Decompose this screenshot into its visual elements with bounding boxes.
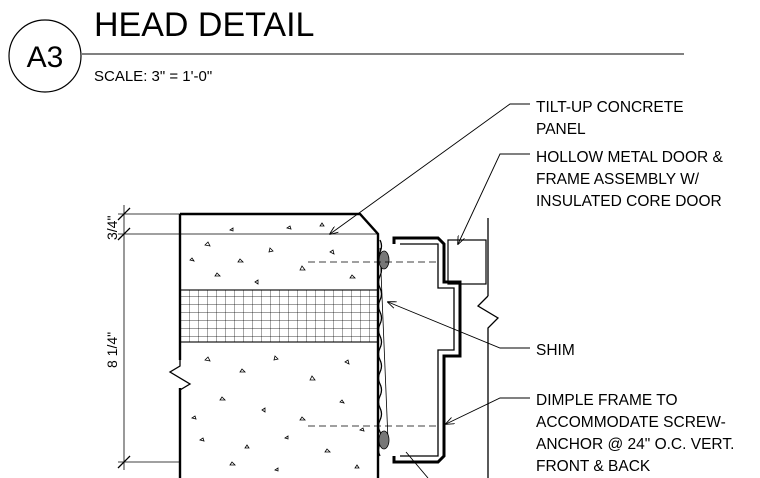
detail-title: HEAD DETAIL — [94, 6, 314, 44]
concrete-stipple — [189, 222, 365, 472]
note-panel-line1: TILT-UP CONCRETE — [536, 99, 684, 116]
hollow-metal-door-frame — [308, 236, 462, 464]
leader-door — [458, 153, 530, 244]
leader-shim — [388, 302, 530, 349]
note-dimple-line4: FRONT & BACK — [536, 458, 651, 475]
detail-tag-circle — [8, 19, 82, 93]
title-block: A3 HEAD DETAIL SCALE: 3" = 1'-0" — [8, 6, 684, 93]
dimension-main: 8 1/4" — [104, 332, 120, 368]
leader-dimple — [446, 397, 530, 424]
note-door-line1: HOLLOW METAL DOOR & — [536, 149, 724, 166]
note-dimple-line3: ANCHOR @ 24" O.C. VERT. — [536, 436, 734, 453]
annotation-notes: TILT-UP CONCRETE PANEL HOLLOW METAL DOOR… — [536, 99, 734, 475]
shim — [377, 239, 390, 457]
dimension-string: 3/4" 8 1/4" — [104, 205, 180, 470]
note-panel-line2: PANEL — [536, 121, 586, 138]
right-wall-break — [476, 295, 500, 478]
note-shim: SHIM — [536, 342, 575, 359]
panel-break-line — [168, 360, 192, 394]
note-door-line3: INSULATED CORE DOOR — [536, 193, 722, 210]
tilt-up-concrete-panel — [168, 212, 380, 478]
leaders — [330, 103, 530, 478]
leader-panel — [330, 103, 530, 234]
panel-top-edge — [180, 212, 380, 478]
note-dimple-line1: DIMPLE FRAME TO — [536, 392, 678, 409]
note-door-line2: FRAME ASSEMBLY W/ — [536, 171, 700, 188]
note-dimple-line2: ACCOMMODATE SCREW- — [536, 414, 726, 431]
insulation-core — [179, 289, 379, 343]
bottom-sealant-bead — [378, 430, 390, 450]
leader-bottom — [405, 451, 429, 478]
door-and-wall-right — [447, 218, 500, 478]
dimension-top: 3/4" — [104, 216, 120, 240]
scale-note: SCALE: 3" = 1'-0" — [94, 68, 212, 85]
door-leaf-section — [447, 239, 487, 285]
top-sealant-bead — [378, 250, 390, 270]
detail-tag: A3 — [27, 41, 64, 74]
